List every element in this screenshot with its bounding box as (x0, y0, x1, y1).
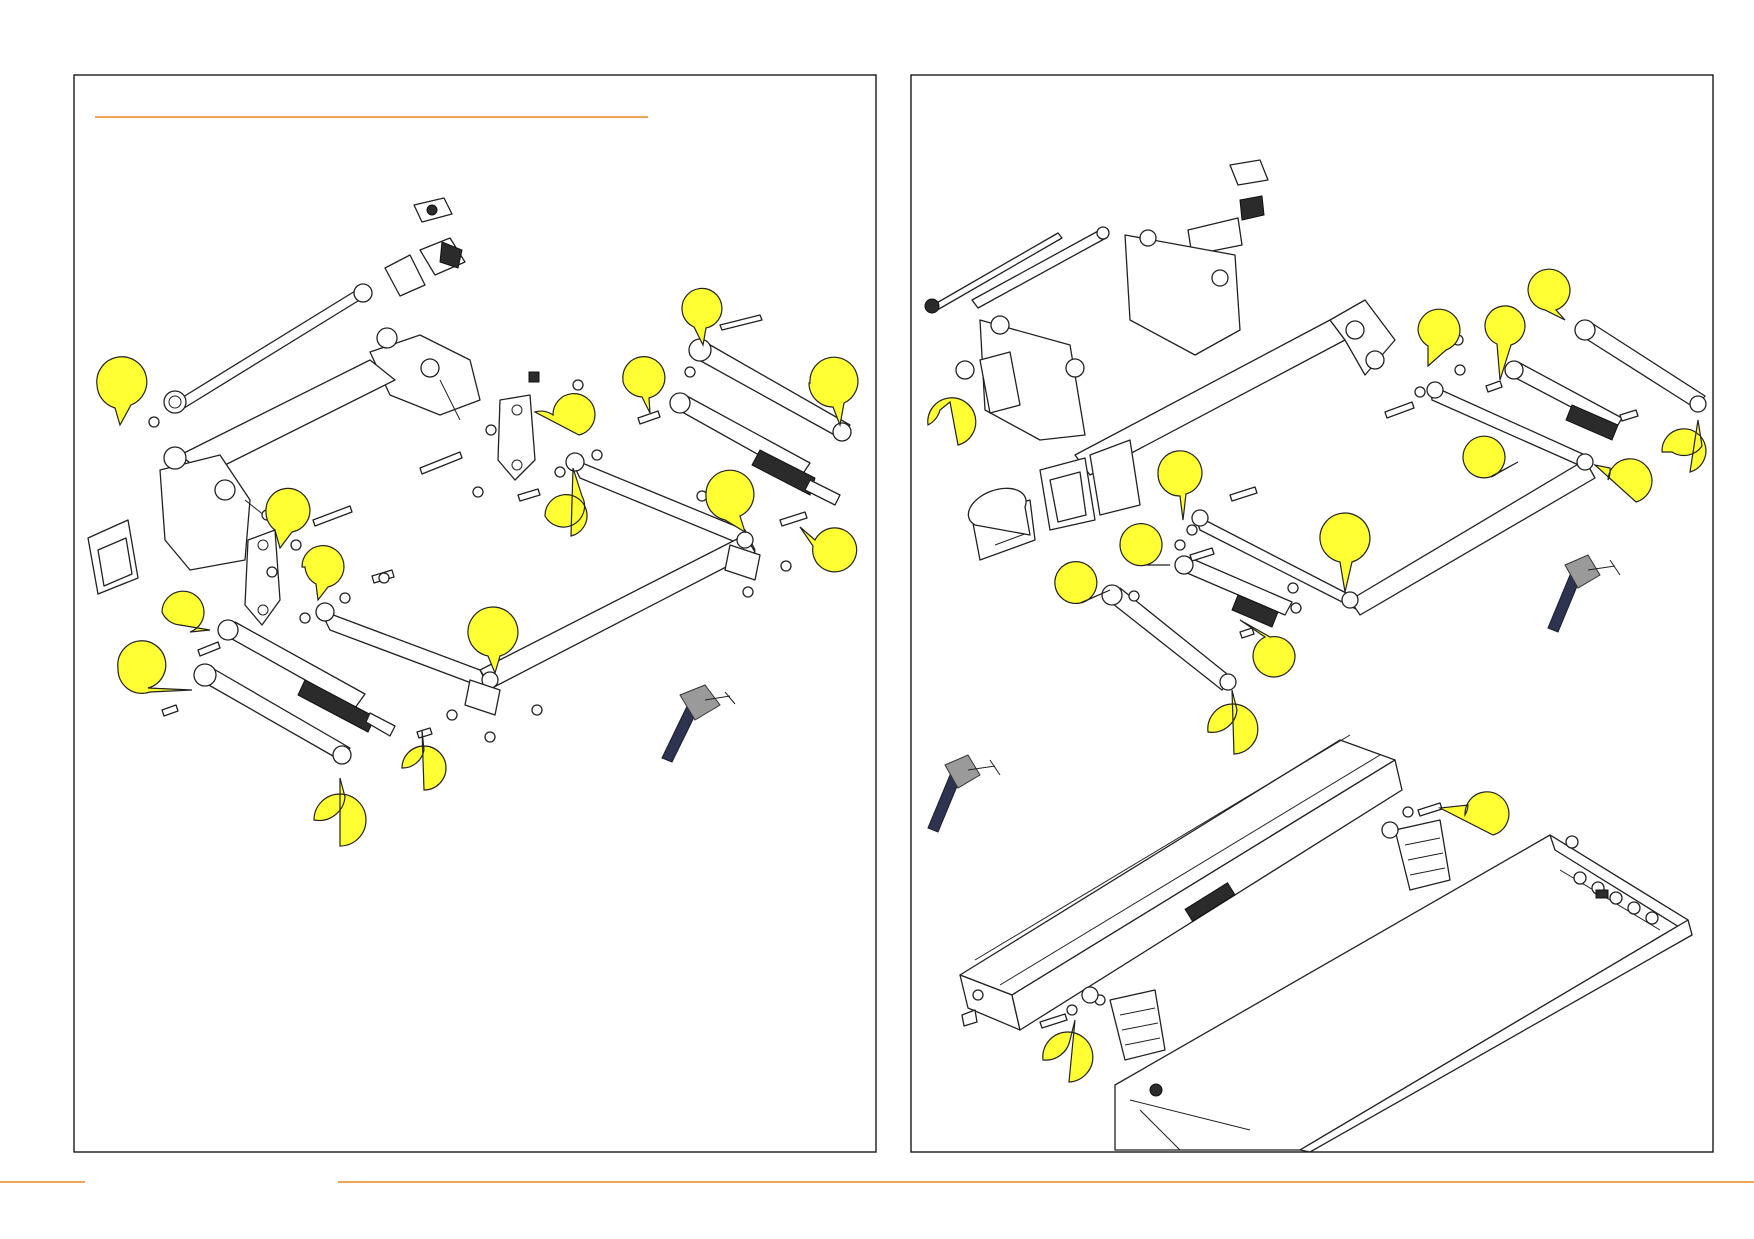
callout-bubble (1592, 458, 1653, 503)
callout-bubble (1462, 435, 1519, 479)
callout-bubble (313, 777, 367, 847)
callout-bubble (705, 469, 755, 534)
callout-bubble (1157, 450, 1203, 521)
pins-bushings-right (1039, 334, 1639, 1029)
actuators-right (967, 319, 1707, 691)
wrench-tool-icon (1547, 554, 1621, 633)
callout-bubble (622, 356, 666, 414)
callout-bubble (1207, 689, 1259, 755)
brackets-right (1081, 819, 1451, 1061)
callout-bubble (1054, 561, 1111, 605)
callout-bubble (117, 640, 193, 694)
drive-shaft-assembly (163, 197, 466, 414)
sensor-and-plate (1124, 159, 1269, 356)
callout-bubble (301, 545, 345, 602)
callout-bubble (1042, 1019, 1094, 1083)
left-callouts (96, 287, 859, 847)
main-frame-block (87, 327, 481, 595)
wrench-tool-icon (927, 754, 1001, 833)
callout-bubble (544, 467, 588, 537)
callout-bubble (1437, 791, 1510, 836)
wrench-tool-icon (661, 684, 736, 763)
right-callouts (927, 268, 1707, 1083)
callout-bubble (808, 356, 859, 428)
callout-bubble (1661, 419, 1707, 473)
actuator-lower-left (193, 619, 396, 765)
rail-beam (959, 734, 1403, 1031)
callout-bubble (1319, 512, 1371, 593)
callout-bubble (1417, 308, 1461, 368)
callout-bubble (927, 397, 977, 446)
callout-bubble (1119, 523, 1170, 567)
right-panel-frame (910, 74, 1714, 1153)
page-decorations (0, 116, 1754, 1183)
left-panel (73, 74, 877, 1153)
callout-bubble (161, 590, 211, 633)
callout-bubble (1239, 619, 1296, 678)
link-arms (244, 371, 540, 626)
callout-bubble (96, 356, 148, 427)
u-frame-right (1191, 381, 1596, 616)
u-frame (315, 452, 761, 716)
left-panel-frame (73, 74, 877, 1153)
callout-bubble (533, 393, 596, 436)
left-plate-assembly (955, 315, 1086, 441)
callout-bubble (265, 487, 311, 550)
actuator-upper-right (669, 338, 852, 506)
callout-bubble (467, 606, 519, 675)
platform-deck (1114, 834, 1693, 1153)
callout-bubble (799, 526, 858, 573)
right-panel (910, 74, 1714, 1153)
callout-bubble (1527, 268, 1571, 321)
callout-bubble (681, 287, 723, 347)
callout-bubble (401, 729, 447, 791)
callout-bubble (1484, 305, 1526, 381)
shafts-right (924, 226, 1110, 314)
